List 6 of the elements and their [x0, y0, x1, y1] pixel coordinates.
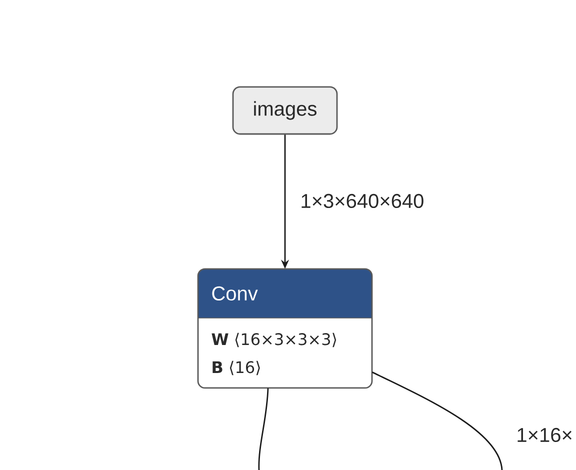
operator-name: Conv	[212, 286, 258, 301]
attribute-text: W ⟨16×3×3×3⟩	[212, 332, 336, 348]
input-box: images	[232, 86, 338, 135]
edge-label: 1×16×	[515, 426, 574, 444]
edge-label: 1×3×640×640	[299, 192, 426, 210]
attribute-text: B ⟨16⟩	[212, 360, 260, 376]
